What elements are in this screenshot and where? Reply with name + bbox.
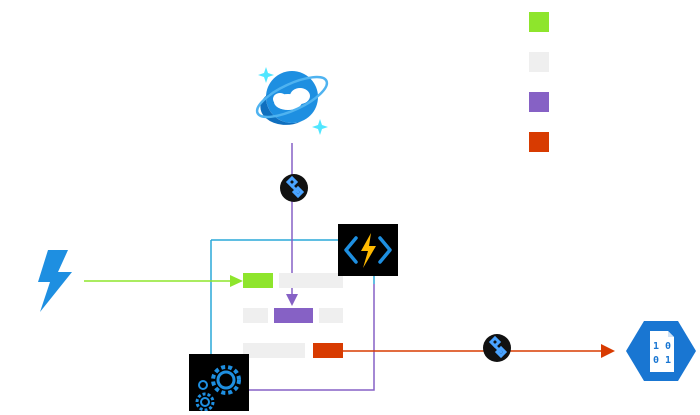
storage-text-top: 1 0 [653, 341, 671, 352]
function-frame [210, 239, 375, 372]
trigger-object-block [243, 273, 273, 288]
trigger-arrowhead [230, 275, 243, 287]
output-binding-label: Output binding [432, 376, 538, 392]
input-binding-connector [248, 143, 375, 391]
output-arrowhead [601, 344, 615, 358]
blob-storage-icon: 1 0 0 1 [626, 321, 696, 381]
code-block [279, 273, 343, 288]
legend-label-code: Your code [563, 54, 632, 70]
chain-link-icon [483, 334, 511, 362]
lightning-bolt-icon [38, 250, 72, 312]
code-block [319, 308, 343, 323]
code-block [243, 308, 268, 323]
code-block [243, 343, 305, 358]
trigger-label: Trigger [17, 332, 83, 352]
gears-icon [189, 354, 249, 412]
legend-swatch-code [529, 52, 549, 72]
code-blocks [243, 273, 343, 358]
input-object-block [274, 308, 313, 323]
input-binding-label: Input binding [319, 181, 412, 197]
legend-swatch-input [529, 92, 549, 112]
legend-label-trigger: Trigger object [563, 14, 659, 30]
output-connector [343, 344, 615, 358]
output-object-block [313, 343, 343, 358]
cosmos-db-icon [255, 67, 329, 135]
input-arrowhead [286, 294, 298, 306]
legend-swatch-trigger [529, 12, 549, 32]
azure-function-icon [338, 224, 398, 276]
legend-swatches [529, 12, 549, 152]
legend-swatch-output [529, 132, 549, 152]
storage-text-bottom: 0 1 [653, 355, 671, 366]
legend-label-output: Output object [563, 134, 660, 150]
legend-label-input: Input object [563, 94, 647, 110]
chain-link-icon [280, 174, 308, 202]
trigger-connector [84, 275, 243, 287]
